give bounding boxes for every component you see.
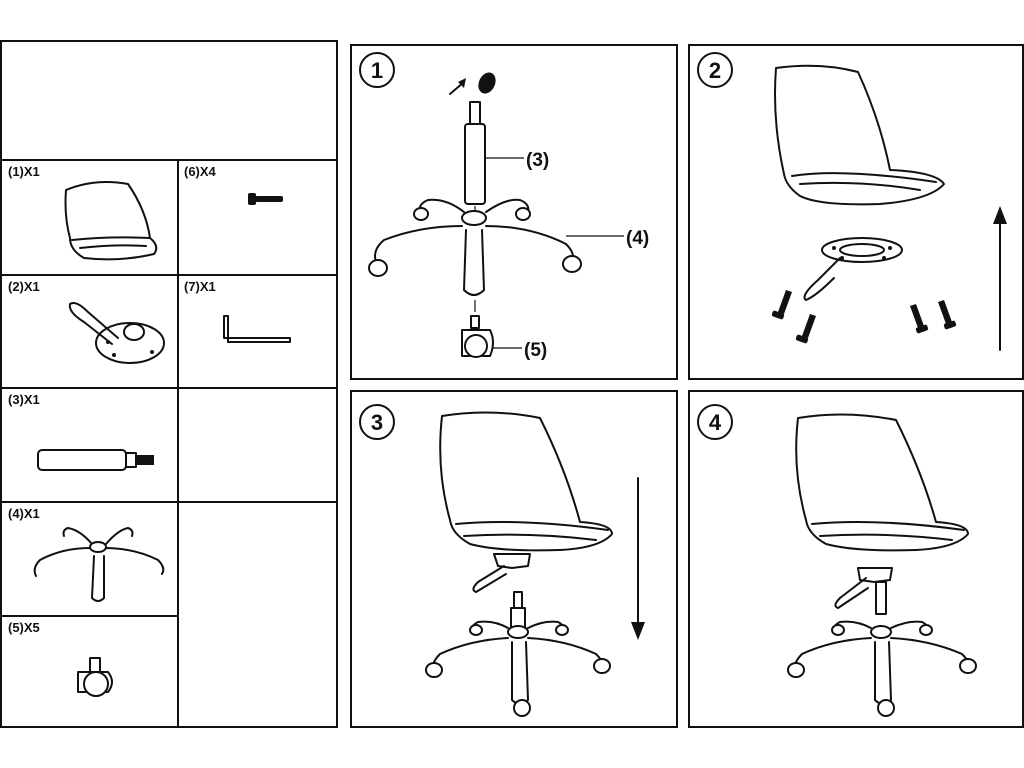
mechanism-drawing <box>68 302 165 364</box>
seat-shell-drawing <box>64 181 158 261</box>
callout-5: (5) <box>524 340 547 361</box>
callout-3: (3) <box>526 150 549 171</box>
parts-list-panel <box>0 40 338 728</box>
step-2-assembly-drawing <box>771 64 1007 351</box>
gas-cylinder-drawing <box>37 449 154 471</box>
step-4-assembly-drawing <box>787 413 977 717</box>
part-label-4: (4)X1 <box>8 506 40 521</box>
step-4-badge: 4 <box>697 404 733 440</box>
step-2-number: 2 <box>709 58 721 83</box>
step-1-panel <box>350 44 678 380</box>
allen-key-drawing <box>223 315 291 343</box>
step-3-badge: 3 <box>359 404 395 440</box>
caster-drawing <box>77 657 113 697</box>
step-1-badge: 1 <box>359 52 395 88</box>
part-label-7: (7)X1 <box>184 279 216 294</box>
step-3-panel <box>350 390 678 728</box>
callout-4: (4) <box>626 228 649 249</box>
bolt-drawing <box>248 193 283 205</box>
part-label-6: (6)X4 <box>184 164 216 179</box>
step-2-badge: 2 <box>697 52 733 88</box>
part-label-5: (5)X5 <box>8 620 40 635</box>
step-3-number: 3 <box>371 410 383 435</box>
step-1-number: 1 <box>371 58 383 83</box>
star-base-drawing <box>33 527 165 602</box>
step-3-assembly-drawing <box>425 411 645 717</box>
part-label-3: (3)X1 <box>8 392 40 407</box>
step-4-number: 4 <box>709 410 722 435</box>
part-label-1: (1)X1 <box>8 164 40 179</box>
part-label-2: (2)X1 <box>8 279 40 294</box>
step-2-panel <box>688 44 1024 380</box>
step-1-assembly-drawing: (3) (4) (5) <box>368 72 649 361</box>
